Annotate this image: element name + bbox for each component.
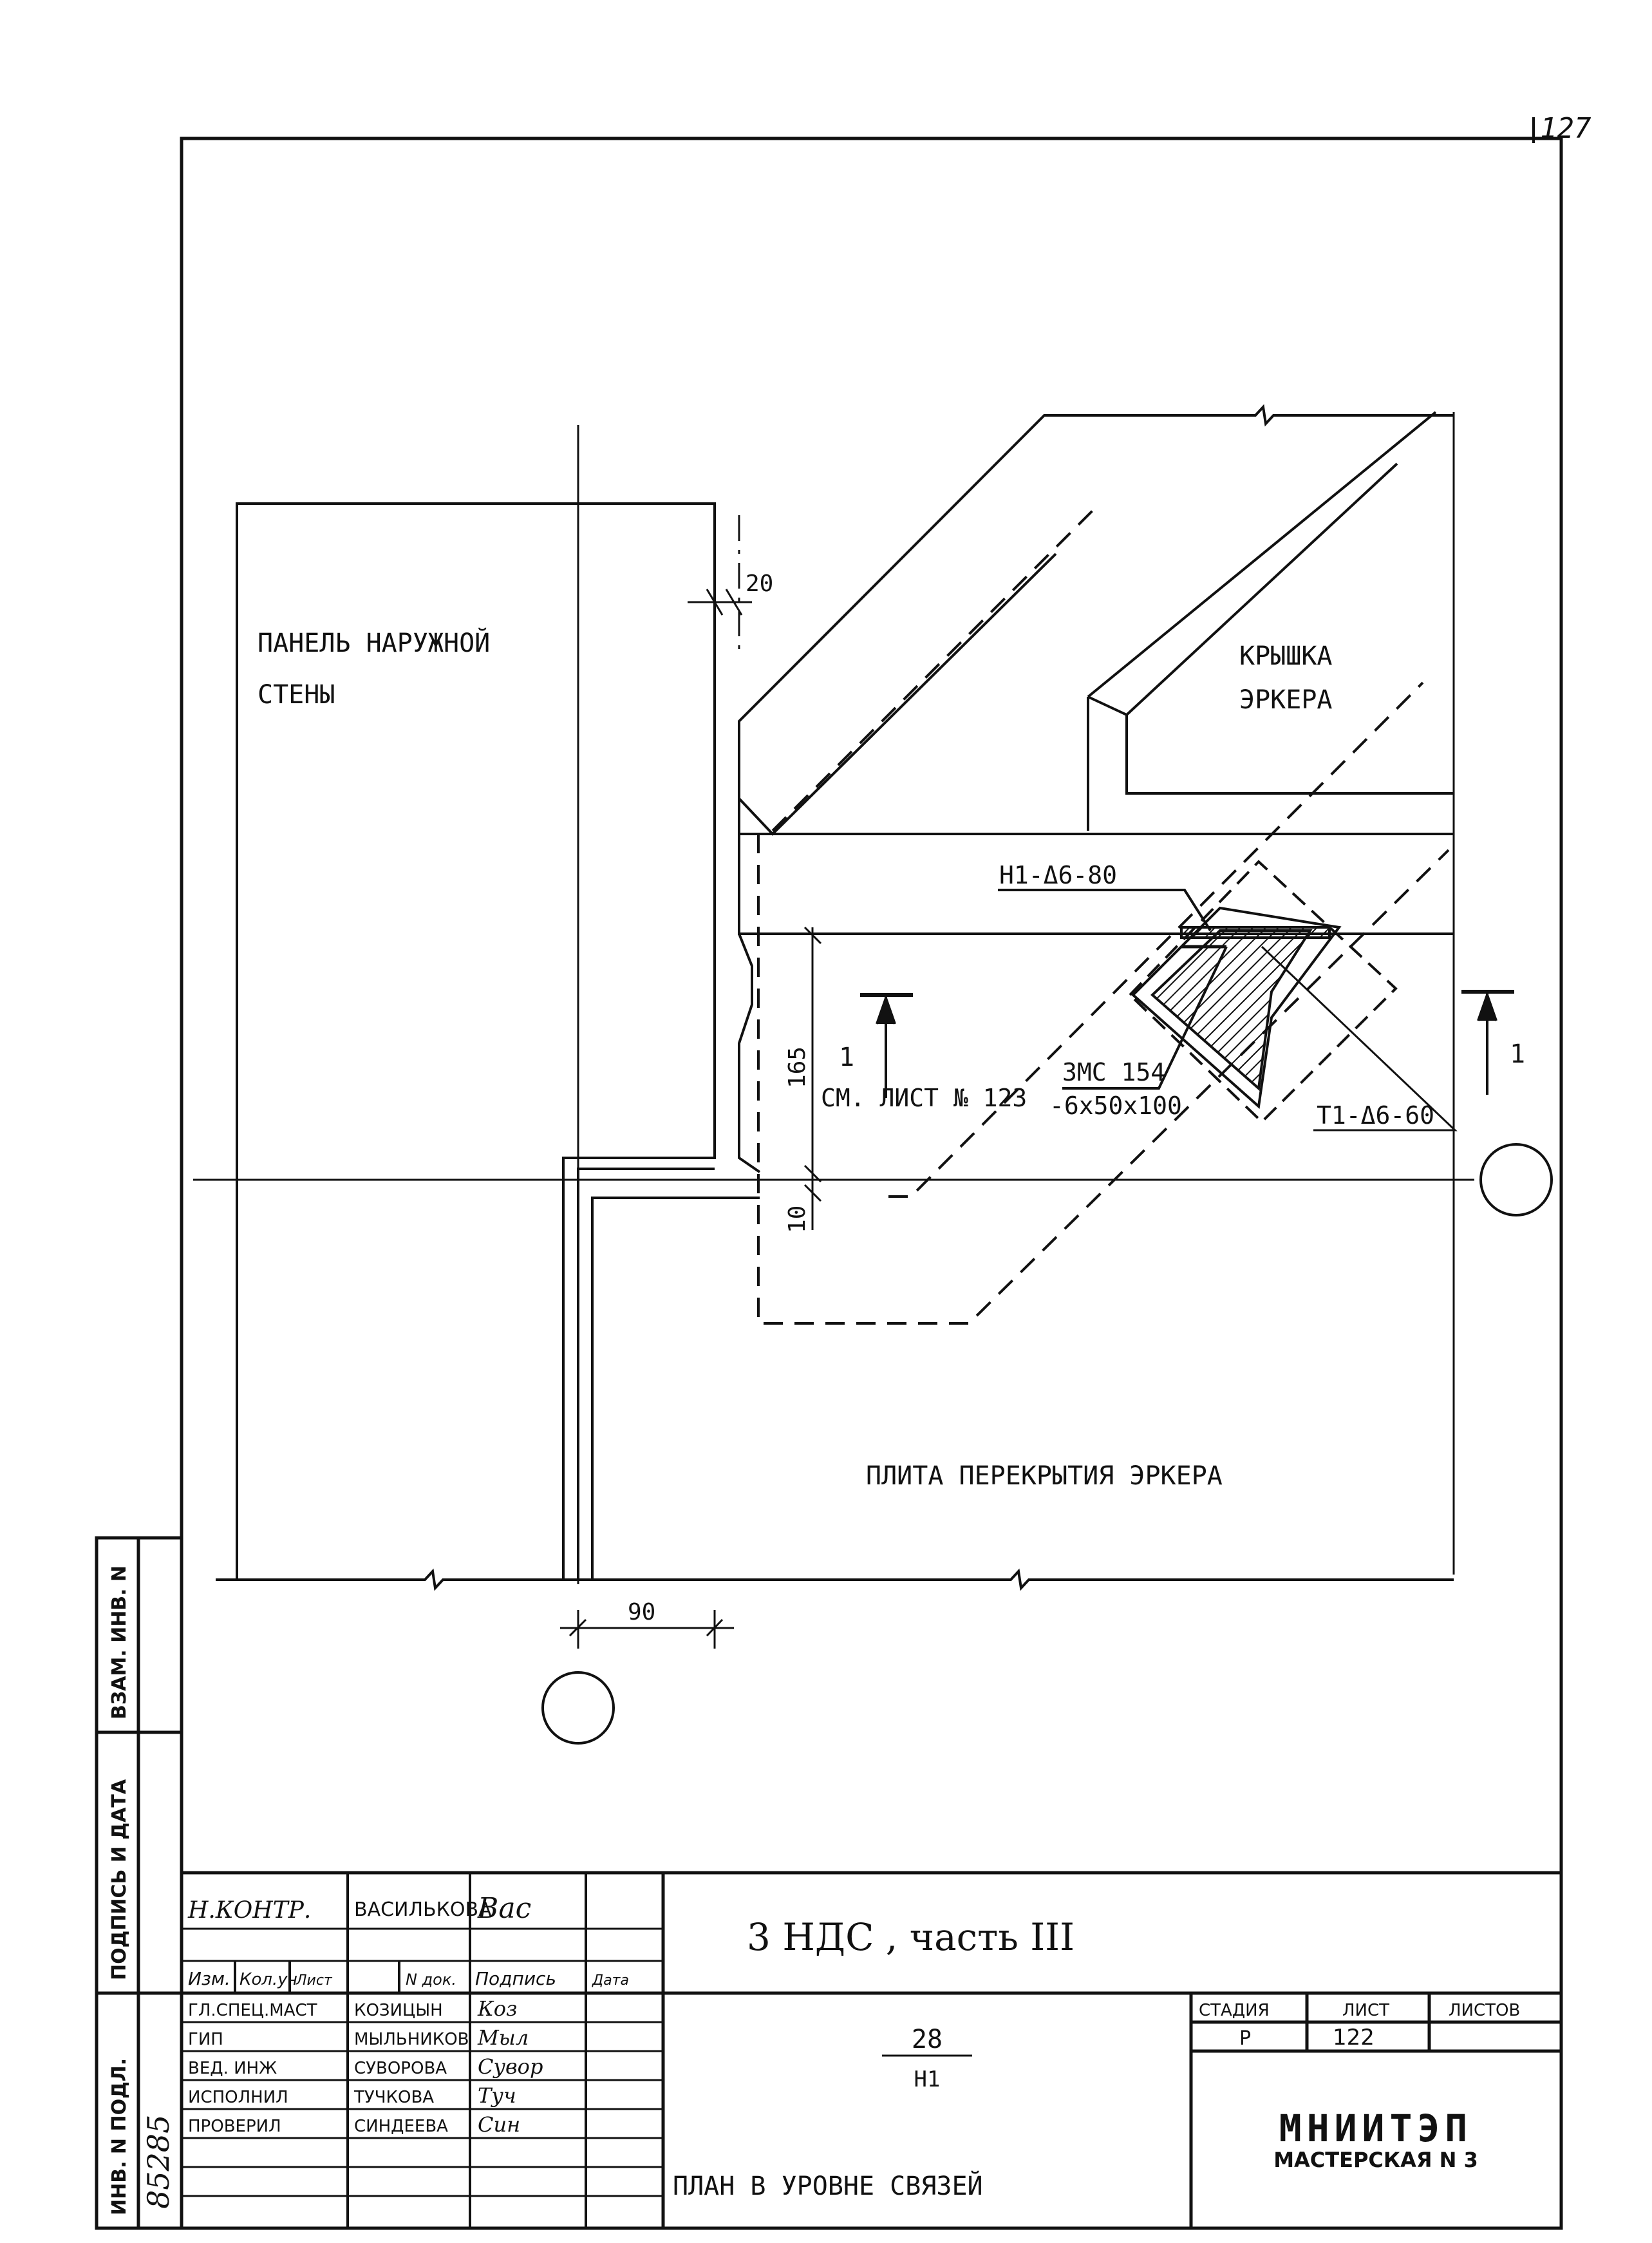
header-podpis: Подпись: [475, 1968, 556, 1989]
slab-bottom-line: [216, 1568, 1454, 1591]
wall-panel-outline: [236, 502, 716, 1580]
header-list: Лист: [296, 1973, 333, 1989]
label-cover-line2: ЭРКЕРА: [1239, 685, 1333, 715]
row-name-4: ТУЧКОВА: [353, 2088, 434, 2107]
drawing-labels: ПАНЕЛЬ НАРУЖНОЙ СТЕНЫ КРЫШКА ЭРКЕРА ПЛИТ…: [258, 627, 1333, 1491]
bracket-diagonal-dashed: [771, 507, 1096, 832]
label-panel-line1: ПАНЕЛЬ НАРУЖНОЙ: [258, 627, 490, 658]
row-role-3: ВЕД. ИНЖ: [188, 2059, 277, 2078]
side-stamp-inv: ИНВ. N ПОДЛ.: [108, 2058, 131, 2215]
dim-10-text: 10: [784, 1206, 811, 1233]
section-labels: 1 1: [839, 1039, 1525, 1072]
bracket-diagonal-outer: [738, 404, 1454, 828]
side-stamp: [95, 1536, 183, 2230]
sheets-header: ЛИСТОВ: [1449, 2001, 1520, 2020]
axis-circle-right: [1479, 1143, 1553, 1216]
row-name-3: СУВОРОВА: [354, 2059, 447, 2078]
row-role-2: ГИП: [188, 2030, 223, 2049]
side-stamp-vzam: ВЗАМ. ИНВ. N: [108, 1566, 131, 1719]
header-kolych: Кол.уч: [239, 1970, 297, 1989]
row-sign-5: Син: [478, 2112, 520, 2137]
drawing-callouts: Н1-Δ6-80 ЗМС 154 -6x50x100 Т1-Δ6-60 СМ. …: [821, 861, 1434, 1130]
row-sign-3: Сувор: [478, 2054, 543, 2079]
section-mark-right-label: 1: [1510, 1039, 1525, 1069]
sheet-title: ПЛАН В УРОВНЕ СВЯЗЕЙ: [673, 2170, 983, 2201]
stage-header: СТАДИЯ: [1199, 2001, 1270, 2020]
leader-t1: [1261, 945, 1458, 1131]
slab-dashed-diagonal: [888, 681, 1424, 1198]
plan-drawing: [193, 404, 1553, 1745]
cover-outline: [1087, 411, 1437, 698]
org-name: МНИИТЭП: [1279, 2106, 1472, 2150]
row-name-5: СИНДЕЕВА: [354, 2117, 448, 2136]
org-unit: МАСТЕРСКАЯ N 3: [1273, 2148, 1478, 2172]
row-name-2: МЫЛЬНИКОВ: [354, 2030, 469, 2049]
bracket-diagonal-inner: [738, 553, 1057, 836]
row-name-1: КОЗИЦЫН: [354, 2001, 443, 2020]
stage-value: Р: [1239, 2027, 1251, 2050]
sheet-value: 122: [1333, 2025, 1375, 2050]
side-stamp-text: ВЗАМ. ИНВ. N ПОДПИСЬ И ДАТА ИНВ. N ПОДЛ.…: [108, 1566, 176, 2215]
section-mark-left-label: 1: [839, 1043, 854, 1072]
callout-see-sheet: СМ. ЛИСТ № 123: [821, 1084, 1027, 1112]
leader-zmc: [1062, 946, 1228, 1090]
cover-bevel: [1087, 696, 1454, 795]
side-stamp-inv-handwritten: 85285: [141, 2115, 176, 2209]
side-stamp-podpis: ПОДПИСЬ И ДАТА: [108, 1779, 131, 1980]
dimension-labels: 20 165 10 90: [628, 571, 811, 1625]
dim-90-text: 90: [628, 1599, 655, 1625]
label-panel-line2: СТЕНЫ: [258, 680, 335, 710]
drawing-code-bottom: Н1: [914, 2067, 941, 2092]
title-block-text: Н.КОНТР. ВАСИЛЬКОВА Вас Изм. Кол.уч Лист…: [187, 1892, 1520, 2201]
nkontr-role: Н.КОНТР.: [187, 1897, 311, 1924]
nkontr-sign: Вас: [477, 1892, 531, 1925]
row-sign-2: Мыл: [477, 2025, 529, 2050]
cover-bevel-diag: [1125, 462, 1398, 716]
row-role-4: ИСПОЛНИЛ: [188, 2088, 288, 2107]
axis-circle-bottom: [541, 1671, 615, 1745]
row-role-5: ПРОВЕРИЛ: [188, 2117, 281, 2136]
title-block: [182, 1871, 1561, 2228]
drawing-code-top: 28: [912, 2025, 943, 2054]
embedded-part: [1128, 860, 1398, 1124]
row-sign-1: Коз: [477, 1996, 517, 2021]
row-role-1: ГЛ.СПЕЦ.МАСТ: [188, 2001, 317, 2020]
leader-n1: [998, 889, 1212, 932]
sheet-frame: [180, 137, 1563, 2230]
callout-n1: Н1-Δ6-80: [999, 861, 1117, 889]
row-sign-4: Туч: [478, 2083, 516, 2108]
dim-165-text: 165: [784, 1046, 811, 1088]
callout-t1: Т1-Δ6-60: [1317, 1101, 1434, 1130]
sheet-header: ЛИСТ: [1342, 2001, 1389, 2020]
callout-plate: -6x50x100: [1049, 1092, 1182, 1120]
header-izm: Изм.: [188, 1968, 230, 1989]
wall-panel-inner-line: [577, 1168, 715, 1580]
header-data: Дата: [592, 1973, 629, 1989]
title-block-left-grid: [182, 1873, 663, 2228]
dim-20-text: 20: [746, 571, 773, 597]
slab-edge-left: [738, 933, 761, 1173]
slab-dashed-outline: [757, 834, 1450, 1325]
label-slab: ПЛИТА ПЕРЕКРЫТИЯ ЭРКЕРА: [866, 1461, 1223, 1491]
header-ndok: N док.: [406, 1971, 456, 1989]
wall-joint-line: [591, 1197, 760, 1580]
callout-zmc: ЗМС 154: [1062, 1058, 1165, 1086]
project-name: 3 НДС , часть III: [747, 1915, 1075, 1959]
label-cover-line1: КРЫШКА: [1239, 641, 1333, 671]
nkontr-name: ВАСИЛЬКОВА: [354, 1898, 492, 1921]
